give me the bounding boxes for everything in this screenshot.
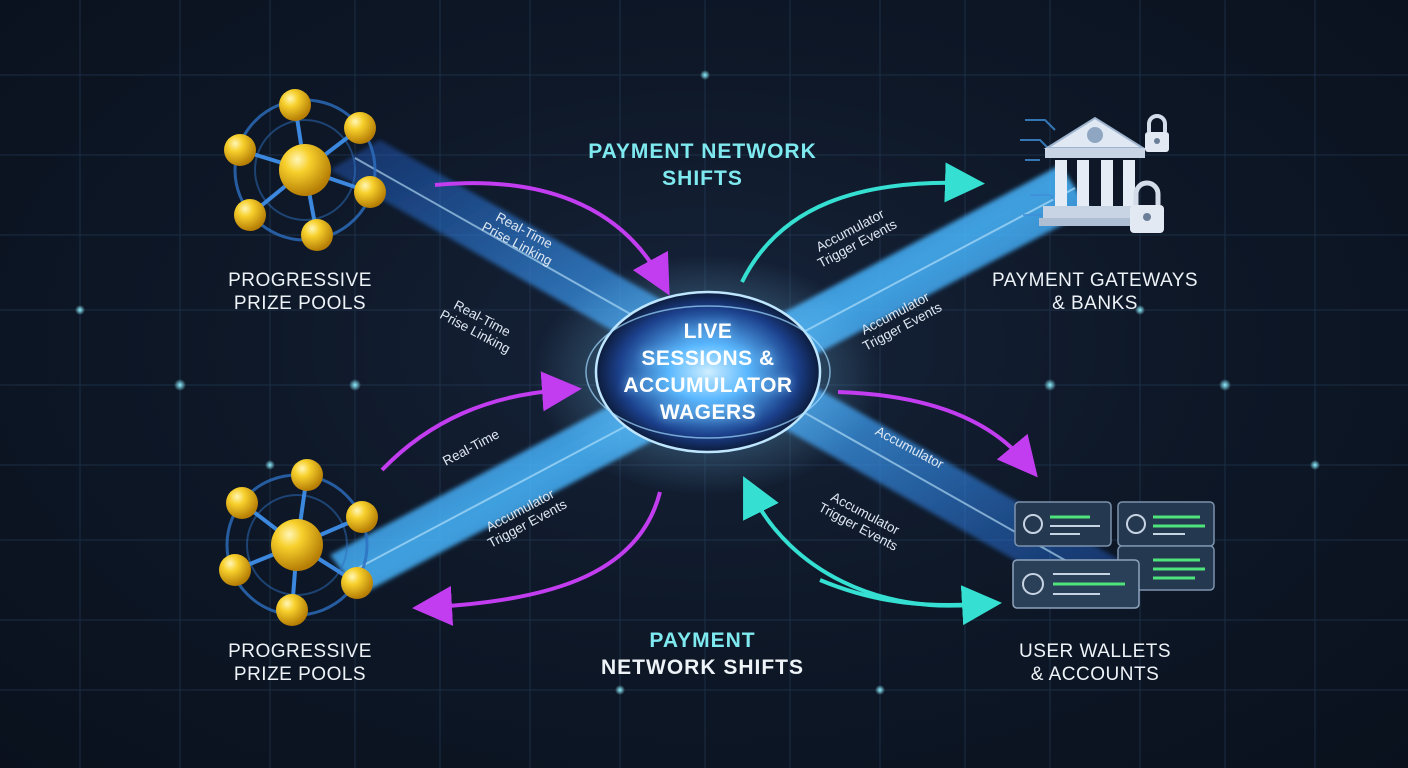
lock-icon bbox=[1130, 180, 1164, 233]
wallet-cards-icon bbox=[1012, 501, 1215, 609]
arrow-top-right-cyan bbox=[740, 162, 985, 283]
center-hub-label: Live Sessions & Accumulator Wagers bbox=[598, 318, 818, 426]
network-nodes-icon bbox=[219, 459, 378, 626]
center-line-2: Sessions & bbox=[641, 347, 775, 370]
arrow-bottom-left-magenta bbox=[380, 371, 582, 472]
top-heading: Payment Network Shifts bbox=[588, 140, 817, 190]
fingerprint-icon bbox=[1022, 573, 1044, 595]
node-label-bottom-right: User Wallets & Accounts bbox=[1018, 641, 1172, 685]
account-card bbox=[1117, 501, 1215, 547]
account-card bbox=[1012, 559, 1140, 609]
lock-icon bbox=[1145, 114, 1169, 152]
fingerprint-icon bbox=[1126, 514, 1146, 534]
arrow-bottom-right-cyan-return bbox=[819, 578, 1002, 626]
arrow-center-right-magenta bbox=[837, 390, 1038, 478]
bottom-heading: Payment Network Shifts bbox=[601, 629, 804, 679]
account-card bbox=[1117, 545, 1215, 591]
center-line-3: Accumulator bbox=[623, 374, 793, 397]
center-line-4: Wagers bbox=[659, 401, 757, 424]
grid-glow-dots bbox=[75, 70, 1320, 695]
center-hub bbox=[533, 255, 883, 495]
network-nodes-icon bbox=[224, 89, 386, 251]
node-label-bottom-left: Progressive Prize Pools bbox=[228, 641, 372, 685]
node-label-top-right: Payment Gateways & Banks bbox=[991, 270, 1199, 314]
center-line-1: Live bbox=[683, 320, 733, 343]
node-label-top-left: Progressive Prize Pools bbox=[228, 270, 372, 314]
bank-lock-icon bbox=[1020, 114, 1169, 233]
arrow-top-left-magenta bbox=[434, 181, 670, 296]
arrow-bottom-center-magenta bbox=[412, 491, 662, 626]
fingerprint-icon bbox=[1023, 514, 1043, 534]
account-card bbox=[1014, 501, 1112, 547]
